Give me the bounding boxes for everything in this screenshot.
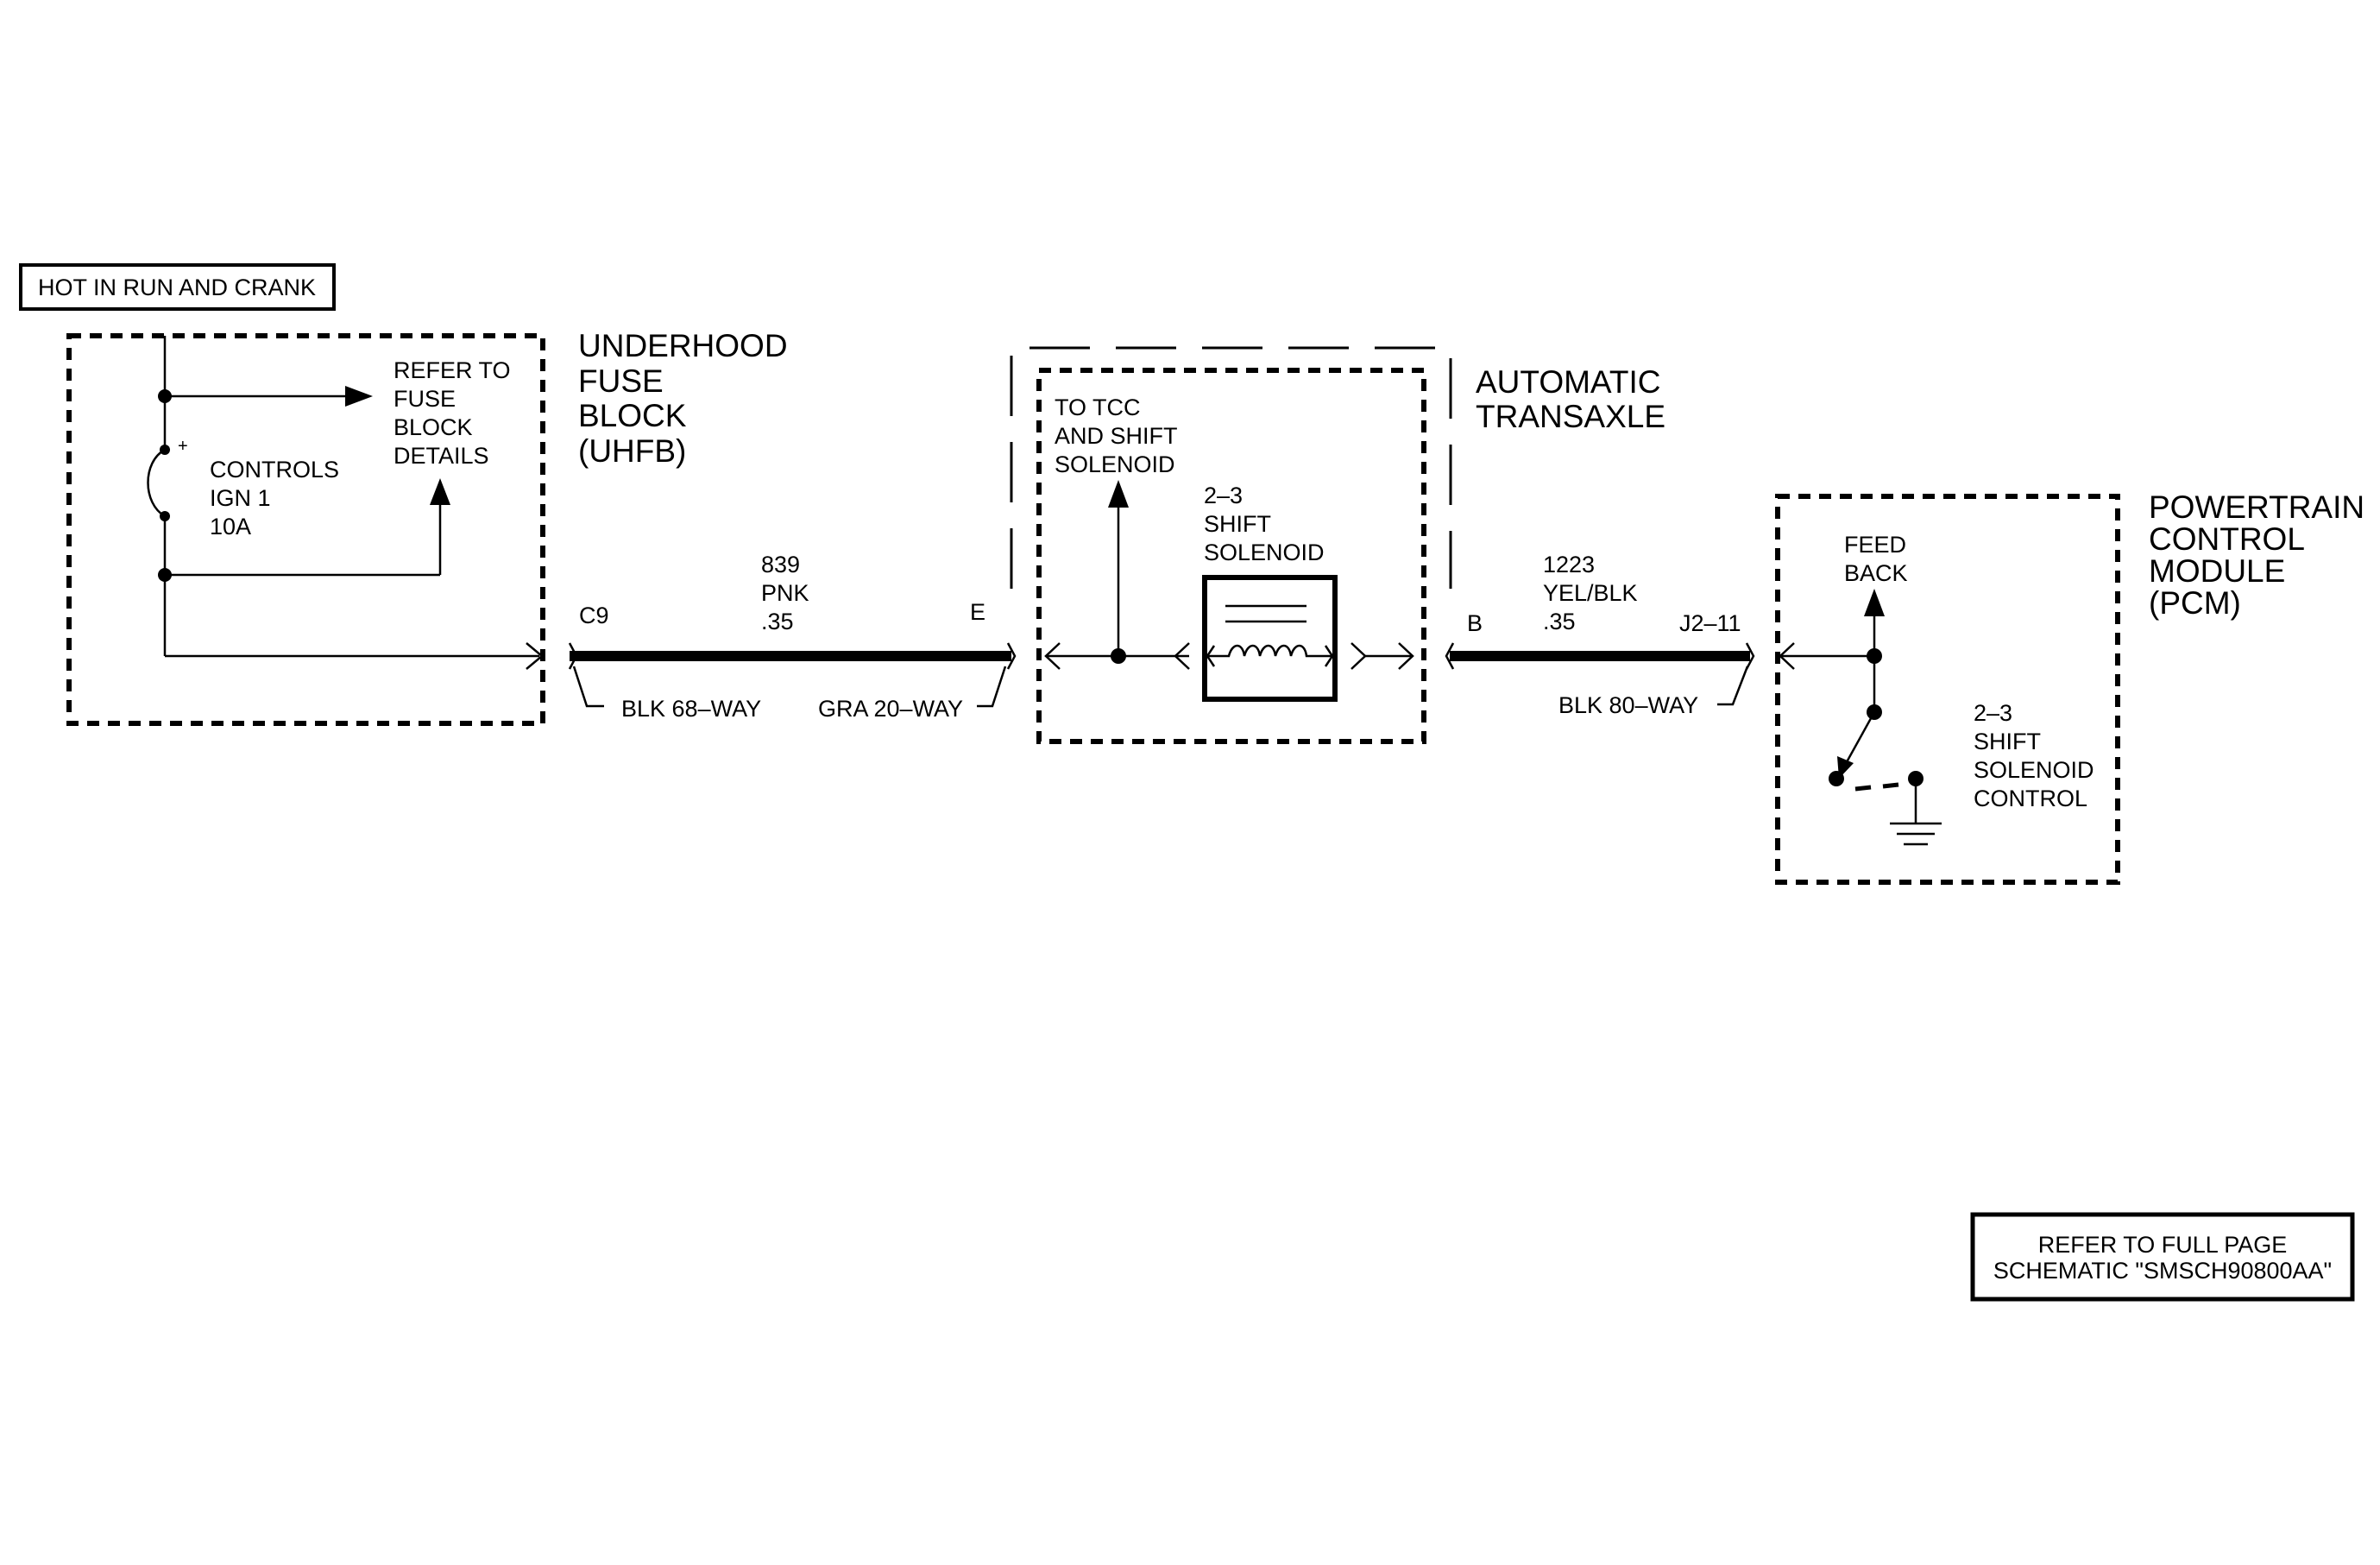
svg-text:DETAILS: DETAILS: [394, 443, 489, 469]
pin-b-label: B: [1467, 610, 1483, 636]
to-tcc-and-shift-solenoid-label: TO TCC AND SHIFT SOLENOID: [1055, 394, 1178, 477]
fuse-output-chevron-icon: [526, 642, 544, 670]
svg-text:CONTROL: CONTROL: [1974, 786, 2087, 811]
connector-bracket-right: [977, 666, 1007, 708]
wire-839-label: 839 PNK .35: [761, 552, 809, 634]
underhood-fuse-block: + CONTROLS IGN 1 10A REFER TO FUSE BLOCK…: [66, 333, 545, 726]
fuse-block-boundary: [66, 333, 545, 726]
two-three-shift-solenoid-label: 2–3 SHIFT SOLENOID: [1204, 483, 1325, 565]
powertrain-control-module-title: POWERTRAIN CONTROL MODULE (PCM): [2149, 489, 2364, 621]
svg-text:MODULE: MODULE: [2149, 553, 2285, 589]
ground-icon: [1890, 822, 1942, 846]
arrow-right-icon: [345, 386, 373, 407]
svg-text:839: 839: [761, 552, 800, 577]
connector-bracket-left: [572, 666, 604, 708]
connector-bracket-right: [1717, 666, 1749, 706]
transaxle-inner-boundary: [1036, 368, 1426, 744]
svg-text:AUTOMATIC: AUTOMATIC: [1476, 364, 1660, 400]
svg-text:YEL/BLK: YEL/BLK: [1543, 580, 1638, 606]
svg-text:FUSE: FUSE: [578, 363, 664, 399]
underhood-fuse-block-title: UNDERHOOD FUSE BLOCK (UHFB): [578, 328, 788, 469]
svg-text:POWERTRAIN: POWERTRAIN: [2149, 489, 2364, 525]
wire-1223-label: 1223 YEL/BLK .35: [1543, 552, 1638, 634]
transaxle-outer-boundary: [1010, 346, 1452, 589]
svg-text:SOLENOID: SOLENOID: [1974, 757, 2094, 783]
hot-in-run-and-crank-box: HOT IN RUN AND CRANK: [19, 263, 336, 311]
refer-to-full-page-line: REFER TO FULL PAGE: [2038, 1232, 2288, 1258]
arrow-up-icon: [1108, 480, 1129, 508]
wire-839: 839 PNK .35 C9 E BLK 68–WAY GRA 20–WAY: [568, 552, 1017, 722]
shift-solenoid-icon: [1202, 575, 1338, 702]
svg-text:BLOCK: BLOCK: [394, 414, 473, 440]
svg-text:AND SHIFT: AND SHIFT: [1055, 423, 1178, 449]
gra-20-way-connector-label: GRA 20–WAY: [818, 696, 963, 722]
svg-text:CONTROL: CONTROL: [2149, 521, 2305, 557]
svg-text:(PCM): (PCM): [2149, 585, 2241, 621]
automatic-transaxle: TO TCC AND SHIFT SOLENOID 2–3 SHIFT SOLE…: [1010, 346, 1452, 744]
svg-text:1223: 1223: [1543, 552, 1595, 577]
svg-text:.35: .35: [1543, 609, 1576, 634]
svg-text:.35: .35: [761, 609, 794, 634]
arrow-up-icon: [1864, 589, 1885, 616]
svg-text:(UHFB): (UHFB): [578, 433, 686, 469]
refer-to-full-page-schematic-box: REFER TO FULL PAGE SCHEMATIC "SMSCH90800…: [1970, 1212, 2355, 1302]
schematic-id-line: SCHEMATIC "SMSCH90800AA": [1993, 1258, 2332, 1284]
svg-text:FEED: FEED: [1844, 532, 1906, 558]
svg-text:FUSE: FUSE: [394, 386, 456, 412]
fuse-rating-label: CONTROLS IGN 1 10A: [210, 457, 339, 540]
svg-text:REFER TO: REFER TO: [394, 357, 511, 383]
svg-text:BACK: BACK: [1844, 560, 1908, 586]
svg-text:2–3: 2–3: [1974, 700, 2012, 726]
switch-icon: [1829, 711, 1924, 824]
hot-in-run-and-crank-label: HOT IN RUN AND CRANK: [38, 275, 316, 300]
pin-e-label: E: [970, 599, 985, 625]
pin-c9-label: C9: [579, 603, 609, 628]
blk-80-way-connector-label: BLK 80–WAY: [1558, 692, 1698, 718]
pin-j2-11-label: J2–11: [1679, 610, 1741, 636]
arrow-up-icon: [430, 478, 450, 505]
powertrain-control-module: FEED BACK 2–3 SHIFT SOLENOID CONTROL: [1775, 494, 2120, 885]
svg-text:PNK: PNK: [761, 580, 809, 606]
svg-text:SHIFT: SHIFT: [1204, 511, 1271, 537]
wire-1223: 1223 YEL/BLK .35 B J2–11 BLK 80–WAY: [1445, 552, 1755, 718]
automatic-transaxle-title: AUTOMATIC TRANSAXLE: [1476, 364, 1665, 434]
blk-68-way-connector-label: BLK 68–WAY: [621, 696, 761, 722]
svg-text:UNDERHOOD: UNDERHOOD: [578, 328, 788, 363]
svg-text:IGN 1: IGN 1: [210, 485, 271, 511]
two-three-shift-solenoid-control-label: 2–3 SHIFT SOLENOID CONTROL: [1974, 700, 2094, 811]
feed-back-label: FEED BACK: [1844, 532, 1908, 586]
svg-text:TO TCC: TO TCC: [1055, 394, 1141, 420]
fuse-icon: [147, 448, 166, 518]
svg-text:SHIFT: SHIFT: [1974, 729, 2041, 754]
svg-text:BLOCK: BLOCK: [578, 398, 687, 433]
svg-text:CONTROLS: CONTROLS: [210, 457, 339, 483]
svg-text:SOLENOID: SOLENOID: [1204, 540, 1325, 565]
refer-to-fuse-block-details-label: REFER TO FUSE BLOCK DETAILS: [394, 357, 511, 469]
svg-text:TRANSAXLE: TRANSAXLE: [1476, 399, 1665, 434]
svg-text:SOLENOID: SOLENOID: [1055, 451, 1175, 477]
pcm-boundary: [1775, 494, 2120, 885]
fuse-plus-sign: +: [178, 437, 188, 456]
svg-text:10A: 10A: [210, 514, 251, 540]
svg-text:2–3: 2–3: [1204, 483, 1243, 508]
